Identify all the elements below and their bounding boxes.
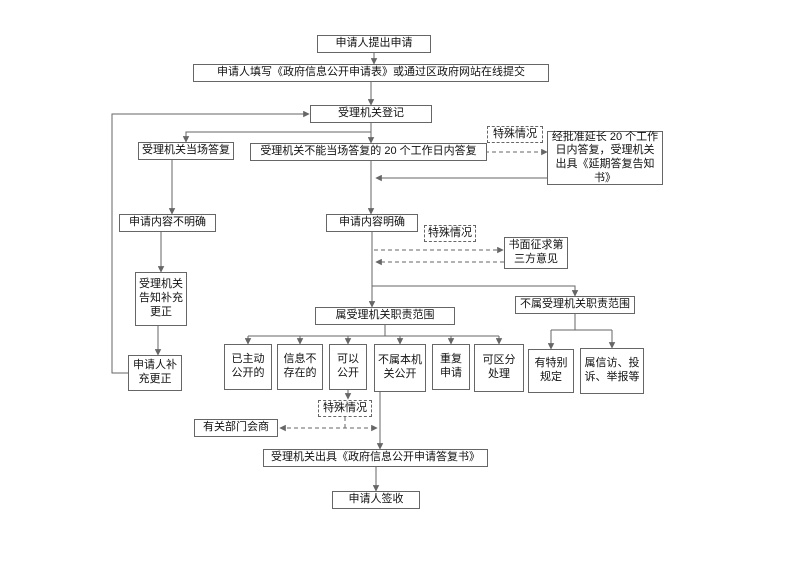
edge-branch-to-outscope bbox=[372, 285, 579, 297]
node-extension-notice: 经批准延长 20 个工作日内答复，受理机关出具《延期答复告知书》 bbox=[547, 131, 663, 185]
node-content-unclear: 申请内容不明确 bbox=[119, 214, 216, 232]
node-petition-complaint: 属信访、投诉、举报等 bbox=[580, 348, 644, 394]
node-notify-supplement: 受理机关告知补充更正 bbox=[135, 272, 187, 326]
node-deferred-reply: 受理机关不能当场答复的 20 个工作日内答复 bbox=[250, 143, 487, 161]
node-separable-handling: 可区分处理 bbox=[474, 344, 524, 392]
node-dept-consult: 有关部门会商 bbox=[194, 419, 278, 437]
node-repeat-request: 重复申请 bbox=[432, 344, 470, 390]
node-applicant-supplement: 申请人补充更正 bbox=[128, 355, 182, 391]
node-submit-application: 申请人提出申请 bbox=[317, 35, 431, 53]
node-out-of-scope: 不属受理机关职责范围 bbox=[515, 296, 635, 314]
node-content-clear: 申请内容明确 bbox=[326, 214, 418, 232]
node-third-party-opinion: 书面征求第三方意见 bbox=[504, 237, 568, 269]
node-special-case-2: 特殊情况 bbox=[424, 225, 476, 242]
node-reply-document: 受理机关出具《政府信息公开申请答复书》 bbox=[263, 449, 488, 467]
node-info-not-exist: 信息不存在的 bbox=[277, 344, 323, 390]
node-already-public: 已主动公开的 bbox=[224, 344, 272, 390]
node-register-authority: 受理机关登记 bbox=[310, 105, 432, 123]
node-special-rule: 有特别规定 bbox=[528, 349, 574, 393]
node-sign-receipt: 申请人签收 bbox=[332, 491, 420, 509]
node-not-this-org: 不属本机关公开 bbox=[374, 344, 426, 392]
node-special-case-1: 特殊情况 bbox=[487, 126, 543, 143]
node-in-scope: 属受理机关职责范围 bbox=[315, 307, 455, 325]
edge-register-to-onsite bbox=[182, 123, 372, 143]
node-special-case-3: 特殊情况 bbox=[318, 400, 372, 417]
node-fill-application-form: 申请人填写《政府信息公开申请表》或通过区政府网站在线提交 bbox=[193, 64, 549, 82]
node-can-disclose: 可以公开 bbox=[329, 344, 367, 390]
node-onsite-reply: 受理机关当场答复 bbox=[138, 142, 234, 160]
